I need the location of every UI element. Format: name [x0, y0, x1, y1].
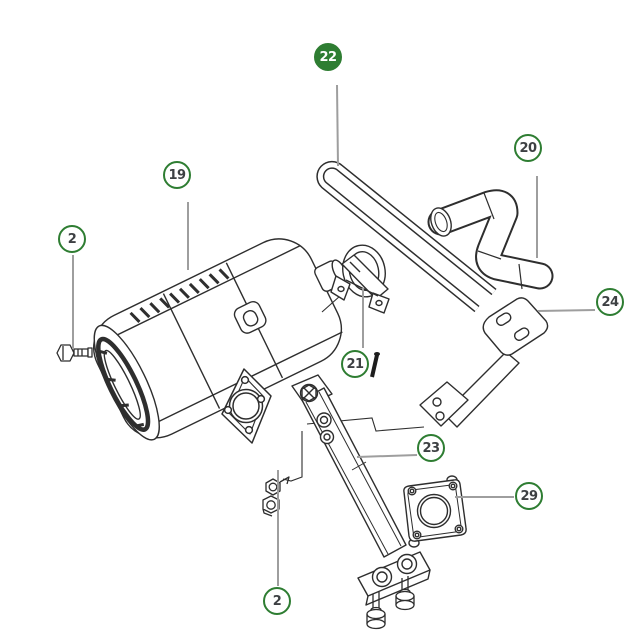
muffler-body [93, 238, 348, 441]
callout-2-upper-left[interactable]: 2 [58, 225, 86, 253]
callout-22[interactable]: 22 [314, 43, 342, 71]
callout-19[interactable]: 19 [163, 161, 191, 189]
callout-21[interactable]: 21 [341, 350, 369, 378]
exhaust-elbow-pipe [427, 189, 554, 290]
leader-lines [72, 84, 596, 586]
flange-gasket [403, 475, 467, 548]
leader-line-22 [336, 84, 339, 167]
hex-flange-bolt [56, 344, 93, 362]
callout-23[interactable]: 23 [417, 434, 445, 462]
leader-line-24 [537, 309, 596, 312]
outlet-flange [221, 368, 272, 444]
pipe-clamp [330, 244, 390, 314]
callout-29[interactable]: 29 [515, 482, 543, 510]
heat-shield-bracket [419, 297, 549, 428]
callout-24[interactable]: 24 [596, 288, 624, 316]
support-bracket-arm [291, 374, 431, 606]
u-bolt [316, 160, 497, 313]
flange-nuts [262, 476, 290, 517]
mounting-bolts [366, 576, 415, 630]
callout-20[interactable]: 20 [514, 134, 542, 162]
small-pin [370, 352, 380, 378]
stamped-text-band [129, 268, 230, 323]
callout-2-lower[interactable]: 2 [263, 587, 291, 615]
leader-line-23 [356, 454, 418, 458]
